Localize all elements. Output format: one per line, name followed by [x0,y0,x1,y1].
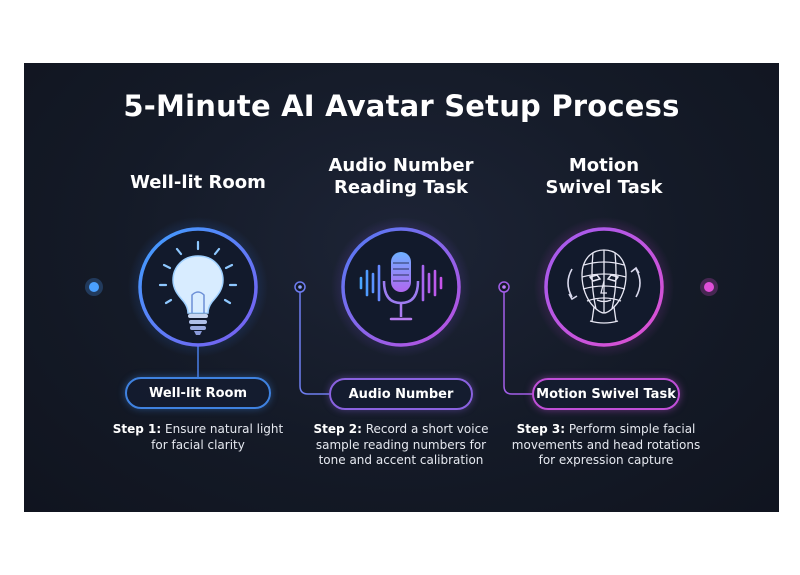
step-1-heading: Well-lit Room [130,172,266,193]
diagram-panel: 5-Minute AI Avatar Setup Process Well-li… [24,63,779,512]
lightbulb-icon [158,240,238,335]
face-scan-icon [567,249,641,324]
step-3-icon-circle [534,217,674,357]
step-2-description: Step 2: Record a short voice sample read… [313,422,489,467]
step-2-heading: Audio Number Reading Task [328,155,474,198]
step-2-pill: Audio Number [329,378,473,410]
step-3-heading: Motion Swivel Task [545,155,663,198]
step-1-description: Step 1: Ensure natural light for facial … [112,422,284,452]
timeline-start-dot [89,282,99,292]
connector-lines [85,217,718,395]
timeline-end-dot [704,282,714,292]
step-3-pill: Motion Swivel Task [532,378,680,410]
step-3-description: Step 3: Perform simple facial movements … [511,422,701,467]
step-2-icon-circle [331,217,471,357]
step-1-pill: Well-lit Room [125,377,271,409]
microphone-icon [359,252,443,321]
step-1-icon-circle [128,217,268,357]
page-title: 5-Minute AI Avatar Setup Process [123,89,680,123]
